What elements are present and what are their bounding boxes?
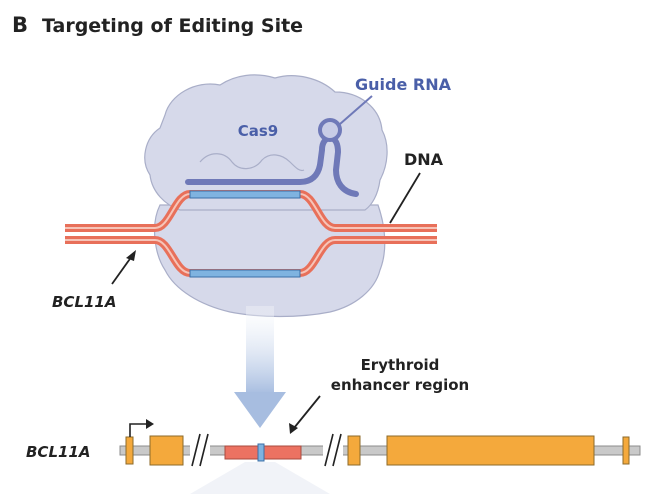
promoter-arrow — [129, 423, 148, 437]
panel-title: Targeting of Editing Site — [42, 15, 303, 37]
promoter-arrow-head — [146, 419, 154, 429]
bcl11a-top-arrow-line — [111, 255, 133, 285]
target-bar-top — [189, 190, 301, 199]
exon-4 — [386, 435, 595, 466]
dna-label: DNA — [404, 150, 444, 169]
down-arrow — [234, 306, 286, 428]
cas9-protein-lower — [154, 204, 386, 318]
enhancer-leader — [293, 395, 321, 429]
exon-1 — [125, 436, 134, 465]
enhancer-label-line1: Erythroid — [361, 356, 440, 374]
bcl11a-bottom-label: BCL11A — [26, 443, 90, 461]
cas9-protein — [144, 74, 388, 211]
cas9-inner-contour — [199, 153, 305, 172]
enhancer-label-line2: enhancer region — [331, 376, 469, 394]
enhancer-leader-head — [289, 423, 298, 434]
bcl11a-top-label: BCL11A — [52, 293, 116, 311]
gene-break-2 — [323, 433, 343, 467]
target-bar-bottom — [189, 269, 301, 278]
guide-rna-label: Guide RNA — [355, 75, 452, 94]
guide-rna-leader — [339, 95, 373, 125]
guide-rna-loop — [318, 118, 342, 142]
gene-map — [119, 419, 641, 467]
gene-break-1 — [190, 433, 210, 467]
exon-5 — [622, 436, 630, 465]
exon-3 — [347, 435, 361, 466]
bcl11a-top-arrow-head — [126, 250, 136, 261]
zoom-fan — [190, 462, 330, 494]
edit-site-marker — [257, 443, 265, 462]
exon-2 — [149, 435, 184, 466]
panel-letter: B — [12, 13, 28, 37]
dna-leader — [389, 172, 421, 224]
cas9-label: Cas9 — [238, 122, 279, 140]
